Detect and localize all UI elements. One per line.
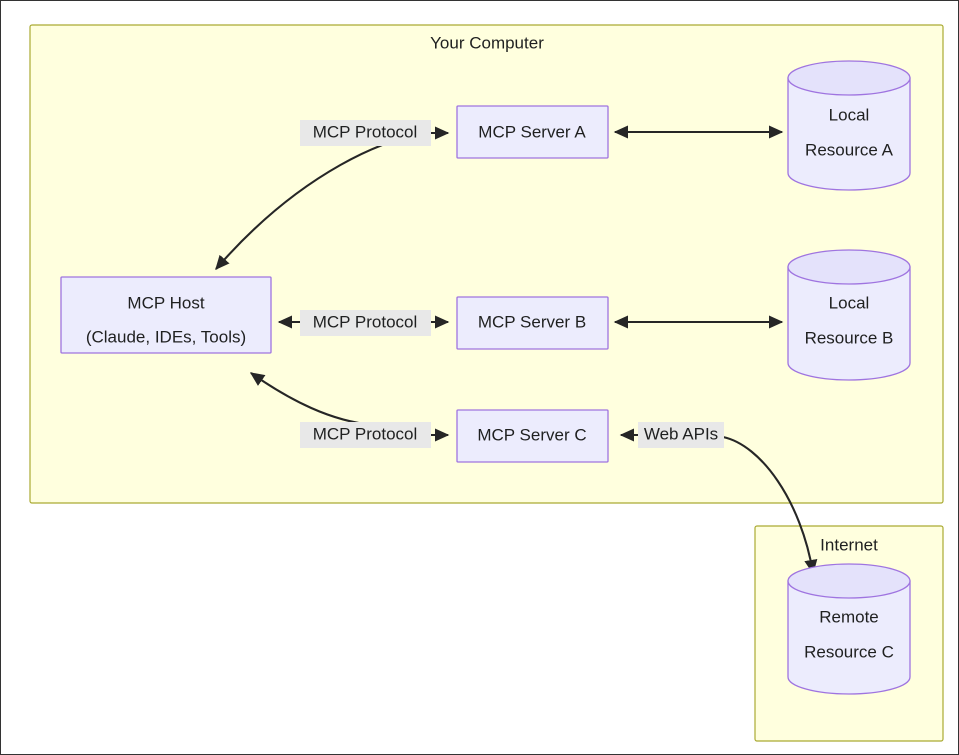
edge-label-host-server-a-bg [300,120,431,146]
node-mcp-server-c-label: MCP Server C [477,425,586,444]
node-mcp-server-b-rect[interactable] [456,296,609,350]
edge-label-host-server-c-text: MCP Protocol [313,424,418,443]
node-remote-resource-c[interactable]: Remote Resource C [787,563,911,695]
node-mcp-host-rect[interactable] [60,276,272,354]
node-remote-resource-c-label-line2: Resource C [804,642,894,661]
edge-label-host-server-a: MCP Protocol [300,120,431,146]
edge-label-web-apis-text: Web APIs [644,424,718,443]
node-local-resource-a[interactable]: Local Resource A [787,60,911,191]
edge-label-host-server-c-bg [300,422,431,448]
node-mcp-server-c-rect[interactable] [456,409,609,463]
edge-server-c-remote [619,428,818,575]
cluster-internet-title: Internet [820,535,878,554]
edge-webapis-remote-path [722,435,818,575]
node-local-resource-a-label-line1: Local [829,105,870,124]
node-local-resource-b[interactable]: Local Resource B [787,249,911,381]
node-local-resource-b-top [787,249,911,285]
edge-label-host-server-b-bg [300,310,431,336]
node-local-resource-a-body[interactable] [787,77,911,191]
edge-label-host-server-c: MCP Protocol [300,422,431,448]
node-mcp-host-label-line2: (Claude, IDEs, Tools) [86,327,246,346]
edge-label-host-server-b-text: MCP Protocol [313,312,418,331]
node-mcp-host[interactable]: MCP Host (Claude, IDEs, Tools) [60,276,272,354]
cluster-your-computer-title: Your Computer [430,33,544,52]
node-mcp-host-label-line1: MCP Host [127,293,204,312]
node-mcp-server-a-label: MCP Server A [478,122,586,141]
node-mcp-server-c[interactable]: MCP Server C [456,409,609,463]
node-remote-resource-c-label-line1: Remote [819,607,879,626]
node-mcp-server-a-rect[interactable] [456,105,609,159]
node-remote-resource-c-body[interactable] [787,580,911,695]
node-local-resource-b-label-line1: Local [829,293,870,312]
node-local-resource-a-label-line2: Resource A [805,140,894,159]
edge-label-web-apis: Web APIs [638,422,724,448]
node-mcp-server-b[interactable]: MCP Server B [456,296,609,350]
edge-label-host-server-a-text: MCP Protocol [313,122,418,141]
node-local-resource-a-top [787,60,911,96]
node-mcp-server-b-label: MCP Server B [478,312,586,331]
node-local-resource-b-label-line2: Resource B [805,328,894,347]
node-remote-resource-c-top [787,563,911,599]
node-local-resource-b-body[interactable] [787,266,911,381]
edge-label-host-server-b: MCP Protocol [300,310,431,336]
node-mcp-server-a[interactable]: MCP Server A [456,105,609,159]
edge-label-web-apis-bg [638,422,724,448]
